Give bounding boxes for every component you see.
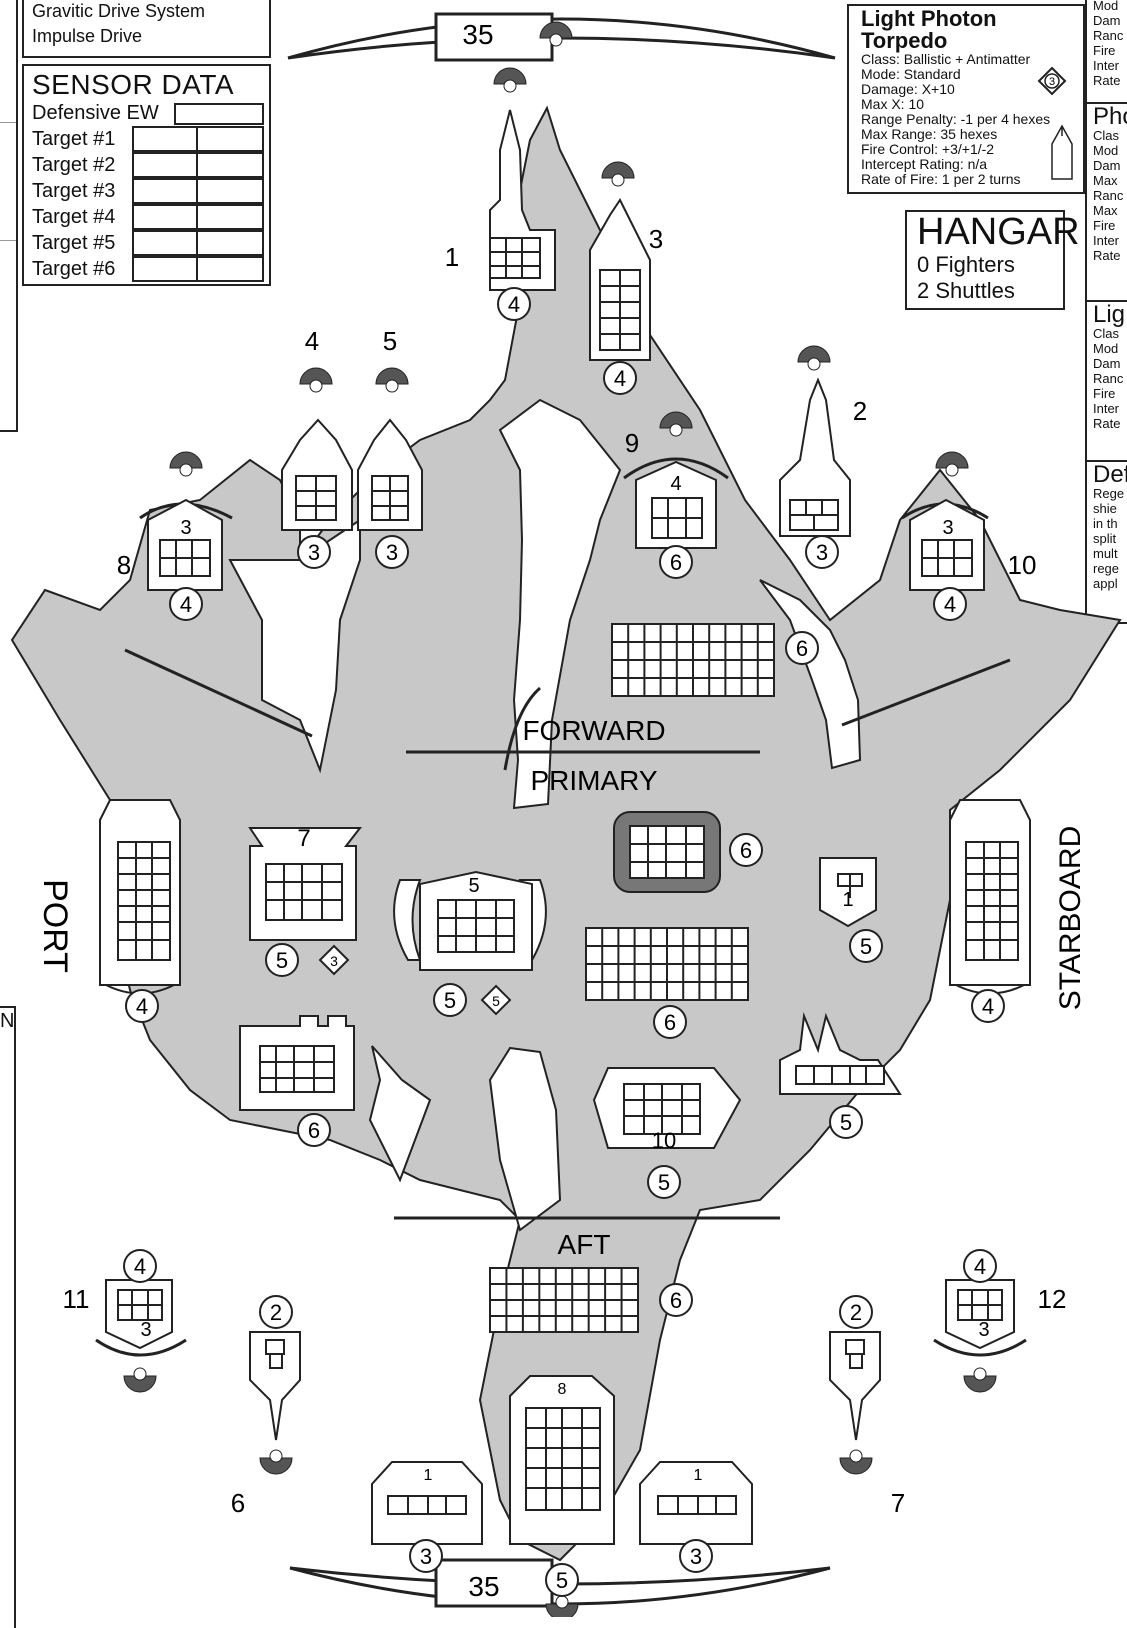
aft-label: AFT	[558, 1229, 611, 1260]
armor-value: 6	[664, 1010, 676, 1035]
sensor-top-value: 1	[842, 889, 853, 911]
flower-icon	[310, 380, 322, 392]
starboard-weapon-bank[interactable]	[950, 800, 1030, 994]
weapon-mount-11[interactable]	[96, 1280, 186, 1355]
flower-icon	[180, 464, 192, 476]
armor-value: 4	[508, 292, 520, 317]
armor-value: 6	[796, 636, 808, 661]
flower-icon	[556, 1596, 568, 1608]
aft-left-top-value: 1	[424, 1467, 433, 1484]
aft-center-top-value: 8	[558, 1381, 567, 1398]
armor-value: 4	[614, 366, 626, 391]
armor-value: 6	[740, 838, 752, 863]
aft-center-module[interactable]	[510, 1376, 614, 1544]
weapon-number: 8	[117, 550, 131, 580]
center-diamond-value: 5	[492, 993, 500, 1009]
flower-icon	[270, 1450, 282, 1462]
weapon-number: 7	[891, 1488, 905, 1518]
weapon-mount-3[interactable]	[590, 200, 650, 360]
armor-value: 3	[308, 540, 320, 565]
port-label: PORT	[36, 879, 74, 973]
w11-arc-value: 3	[140, 1319, 151, 1341]
armor-value: 6	[670, 550, 682, 575]
armor-value: 3	[816, 540, 828, 565]
port-weapon-bank[interactable]	[100, 800, 180, 994]
armor-value: 3	[420, 1544, 432, 1569]
weapon-number: 6	[231, 1488, 245, 1518]
flower-icon	[612, 174, 624, 186]
armor-value: 5	[556, 1568, 568, 1593]
weapon-number: 11	[63, 1284, 90, 1314]
w10-arc-value: 3	[942, 517, 953, 539]
flower-icon	[974, 1368, 986, 1380]
reactor-module[interactable]	[614, 812, 720, 892]
weapon-mount-6[interactable]	[250, 1332, 300, 1440]
flower-icon	[504, 80, 516, 92]
armor-value: 3	[690, 1544, 702, 1569]
armor-value: 6	[308, 1118, 320, 1143]
hangar-diamond-value: 3	[330, 953, 338, 969]
armor-value: 5	[276, 948, 288, 973]
armor-value: 2	[270, 1300, 282, 1325]
armor-value: 2	[850, 1300, 862, 1325]
w12-arc-value: 3	[978, 1319, 989, 1341]
armor-value: 5	[860, 934, 872, 959]
flower-icon	[808, 358, 820, 370]
armor-value: 4	[944, 592, 956, 617]
flower-icon	[946, 464, 958, 476]
armor-value: 4	[982, 994, 994, 1019]
armor-value: 4	[974, 1254, 986, 1279]
flower-icon	[670, 424, 682, 436]
weapon-number: 5	[383, 326, 397, 356]
forward-label: FORWARD	[522, 715, 665, 746]
aft-thrust-value: 35	[468, 1571, 499, 1602]
armor-value: 4	[180, 592, 192, 617]
starboard-label: STARBOARD	[1054, 826, 1087, 1010]
weapon-mount-7[interactable]	[830, 1332, 880, 1440]
weapon-mount-5[interactable]	[358, 420, 422, 530]
weapon-number: 10	[1008, 550, 1037, 580]
hangar-arc-value: 7	[297, 825, 310, 852]
flower-icon	[550, 34, 562, 46]
weapon-number: 2	[853, 396, 867, 426]
w9-arc-value: 4	[670, 473, 681, 495]
flower-icon	[850, 1450, 862, 1462]
weapon-mount-2[interactable]	[780, 380, 850, 536]
center-arc-value: 5	[468, 875, 479, 897]
armor-value: 5	[658, 1170, 670, 1195]
armor-value: 3	[386, 540, 398, 565]
armor-value: 5	[444, 988, 456, 1013]
port-lower-module[interactable]	[240, 1016, 354, 1110]
forward-thrust-value: 35	[462, 19, 493, 50]
weapon-number: 12	[1038, 1284, 1067, 1314]
engine-top-value: 10	[652, 1128, 676, 1153]
flower-icon	[134, 1368, 146, 1380]
weapon-number: 4	[305, 326, 319, 356]
primary-label: PRIMARY	[530, 765, 657, 796]
weapon-mount-4[interactable]	[282, 420, 352, 530]
weapon-number: 9	[625, 428, 639, 458]
armor-value: 6	[670, 1288, 682, 1313]
weapon-mount-12[interactable]	[934, 1280, 1026, 1355]
armor-value: 5	[840, 1110, 852, 1135]
aft-right-top-value: 1	[694, 1467, 703, 1484]
weapon-number: 1	[445, 242, 459, 272]
w8-arc-value: 3	[180, 517, 191, 539]
flower-icon	[386, 380, 398, 392]
armor-value: 4	[134, 1254, 146, 1279]
weapon-number: 3	[649, 224, 663, 254]
armor-value: 4	[136, 994, 148, 1019]
